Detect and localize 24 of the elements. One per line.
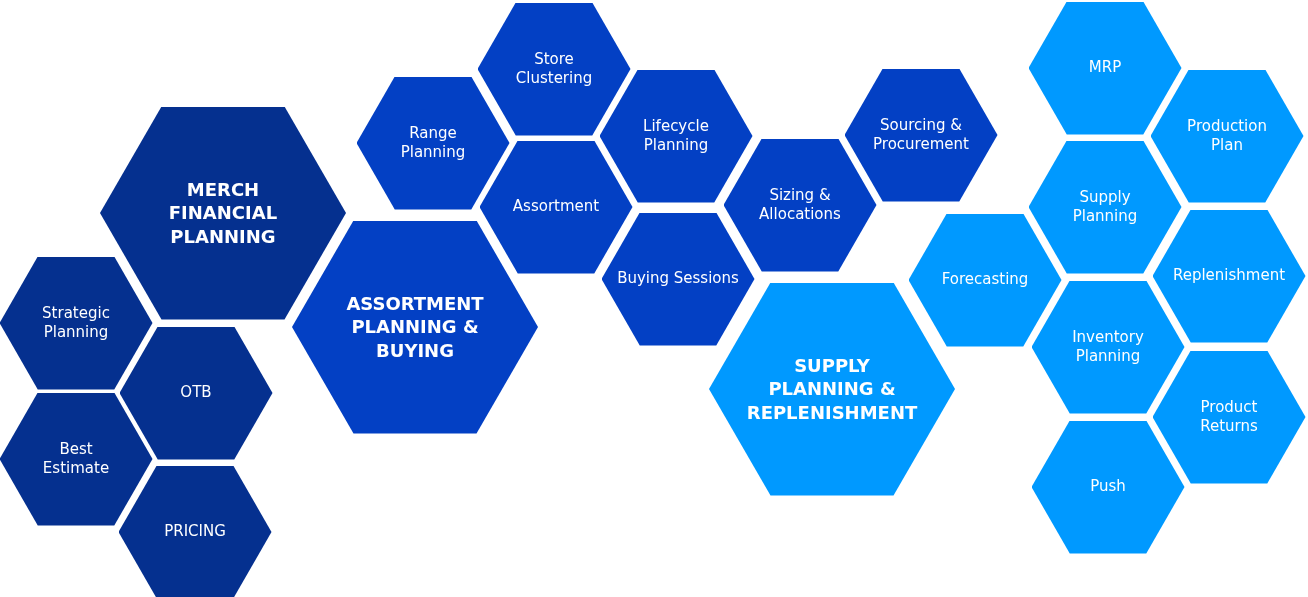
tile-label: Lifecycle Planning bbox=[642, 116, 710, 156]
tile-label: Supply Planning bbox=[1071, 187, 1139, 227]
tile-label: PRICING bbox=[164, 522, 226, 542]
tile-label: Forecasting bbox=[941, 270, 1029, 290]
tile-label: Sourcing & Procurement bbox=[872, 115, 970, 155]
tile-label: Production Plan bbox=[1186, 116, 1268, 156]
tile-label: Buying Sessions bbox=[617, 269, 739, 289]
tile-label: Strategic Planning bbox=[41, 303, 111, 343]
tile-label: ASSORTMENT PLANNING & BUYING bbox=[345, 291, 485, 363]
tile-label: Best Estimate bbox=[41, 439, 111, 479]
tile-label: Sizing & Allocations bbox=[758, 185, 842, 225]
tile-label: OTB bbox=[180, 383, 212, 403]
tile-label: MERCH FINANCIAL PLANNING bbox=[167, 177, 279, 249]
hexagon-tile bbox=[0, 256, 153, 390]
tile-label: MRP bbox=[1088, 58, 1122, 78]
tile-label: Product Returns bbox=[1199, 397, 1259, 437]
tile-label: Inventory Planning bbox=[1071, 327, 1145, 367]
tile-label: Store Clustering bbox=[514, 49, 594, 89]
hexagon-tile bbox=[0, 392, 153, 526]
tile-label: Range Planning bbox=[399, 123, 467, 163]
tile-label: SUPPLY PLANNING & REPLENISHMENT bbox=[745, 353, 919, 425]
tile-label: Push bbox=[1090, 477, 1126, 497]
tile-label: Replenishment bbox=[1172, 266, 1286, 286]
tile-label: Assortment bbox=[512, 197, 600, 217]
